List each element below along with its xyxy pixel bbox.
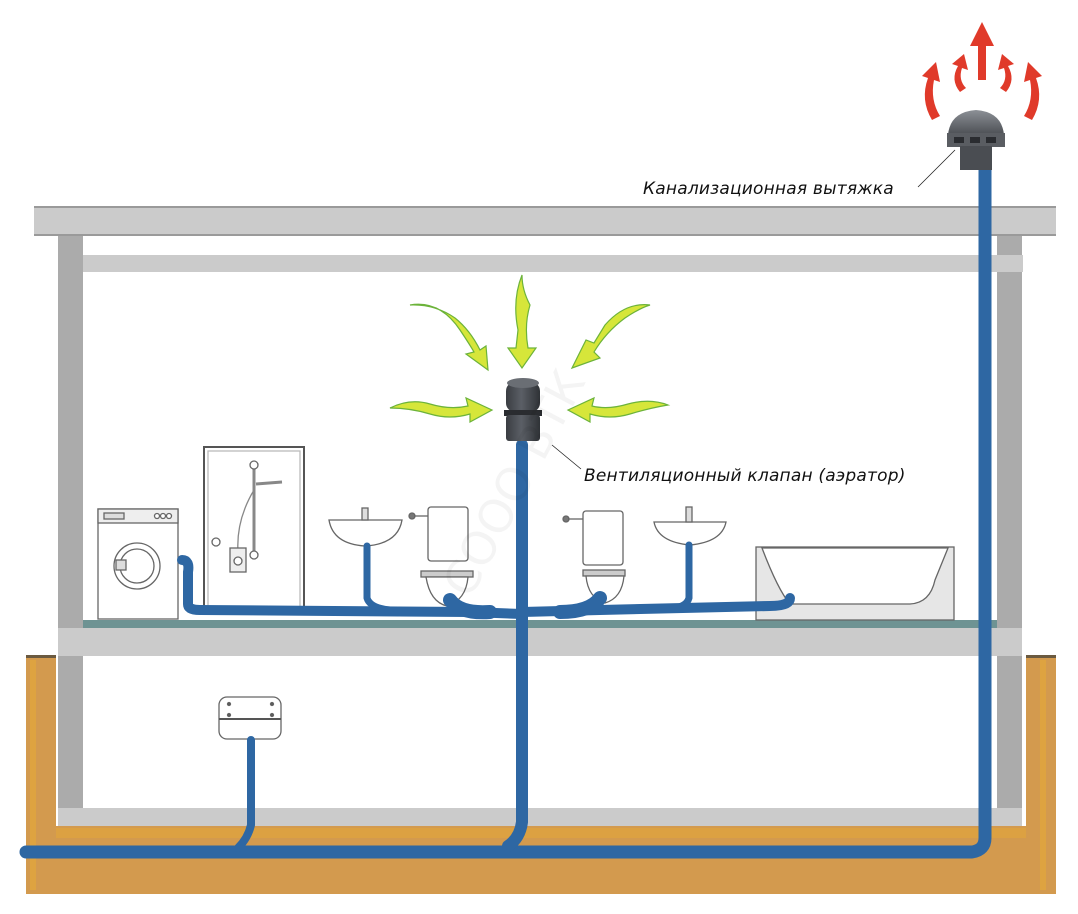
fixtures bbox=[97, 446, 955, 740]
roof-slab bbox=[34, 206, 1056, 236]
ceiling-beam bbox=[83, 255, 1023, 272]
floor-slab bbox=[58, 628, 1022, 656]
right-column bbox=[997, 236, 1022, 826]
outflow-arrows bbox=[922, 22, 1042, 120]
basement-floor bbox=[58, 808, 1022, 826]
exhaust-leader-line bbox=[917, 149, 956, 188]
shower-cabin bbox=[203, 446, 305, 614]
main-drain-and-stack bbox=[19, 161, 992, 859]
outflow-arrow-icon bbox=[952, 54, 968, 92]
sewer-pipes bbox=[19, 161, 992, 859]
inflow-arrows bbox=[389, 274, 671, 424]
central-riser bbox=[502, 439, 528, 852]
outflow-arrow-icon bbox=[970, 22, 994, 80]
roof-exhaust-label: Канализационная вытяжка bbox=[643, 179, 894, 199]
inflow-arrow-icon bbox=[570, 304, 651, 370]
floor-strip bbox=[83, 620, 997, 628]
building-structure bbox=[34, 206, 1056, 826]
toilet-right bbox=[562, 510, 626, 604]
ground bbox=[26, 655, 1056, 894]
washbasin-left bbox=[328, 507, 403, 547]
left-column bbox=[58, 236, 83, 826]
toilet-left bbox=[408, 506, 474, 607]
roof-exhaust-cap bbox=[947, 110, 1005, 170]
outflow-arrow-icon bbox=[998, 54, 1014, 92]
outflow-arrow-icon bbox=[922, 62, 940, 120]
inflow-arrow-icon bbox=[566, 396, 671, 424]
aerator-leader-line bbox=[551, 444, 582, 470]
washbasin-right bbox=[653, 506, 727, 546]
washing-machine bbox=[97, 508, 179, 620]
inflow-arrow-icon bbox=[409, 303, 489, 372]
inflow-arrow-icon bbox=[506, 274, 538, 370]
basement-drain bbox=[234, 736, 255, 852]
branch-right bbox=[517, 593, 795, 617]
inflow-arrow-icon bbox=[389, 396, 494, 424]
bathtub bbox=[755, 546, 955, 621]
air-admittance-valve-label: Вентиляционный клапан (аэратор) bbox=[584, 466, 906, 486]
basement-washbasin bbox=[218, 696, 282, 740]
branch-left bbox=[177, 555, 527, 619]
outflow-arrow-icon bbox=[1024, 62, 1042, 120]
air-admittance-valve bbox=[504, 378, 542, 441]
